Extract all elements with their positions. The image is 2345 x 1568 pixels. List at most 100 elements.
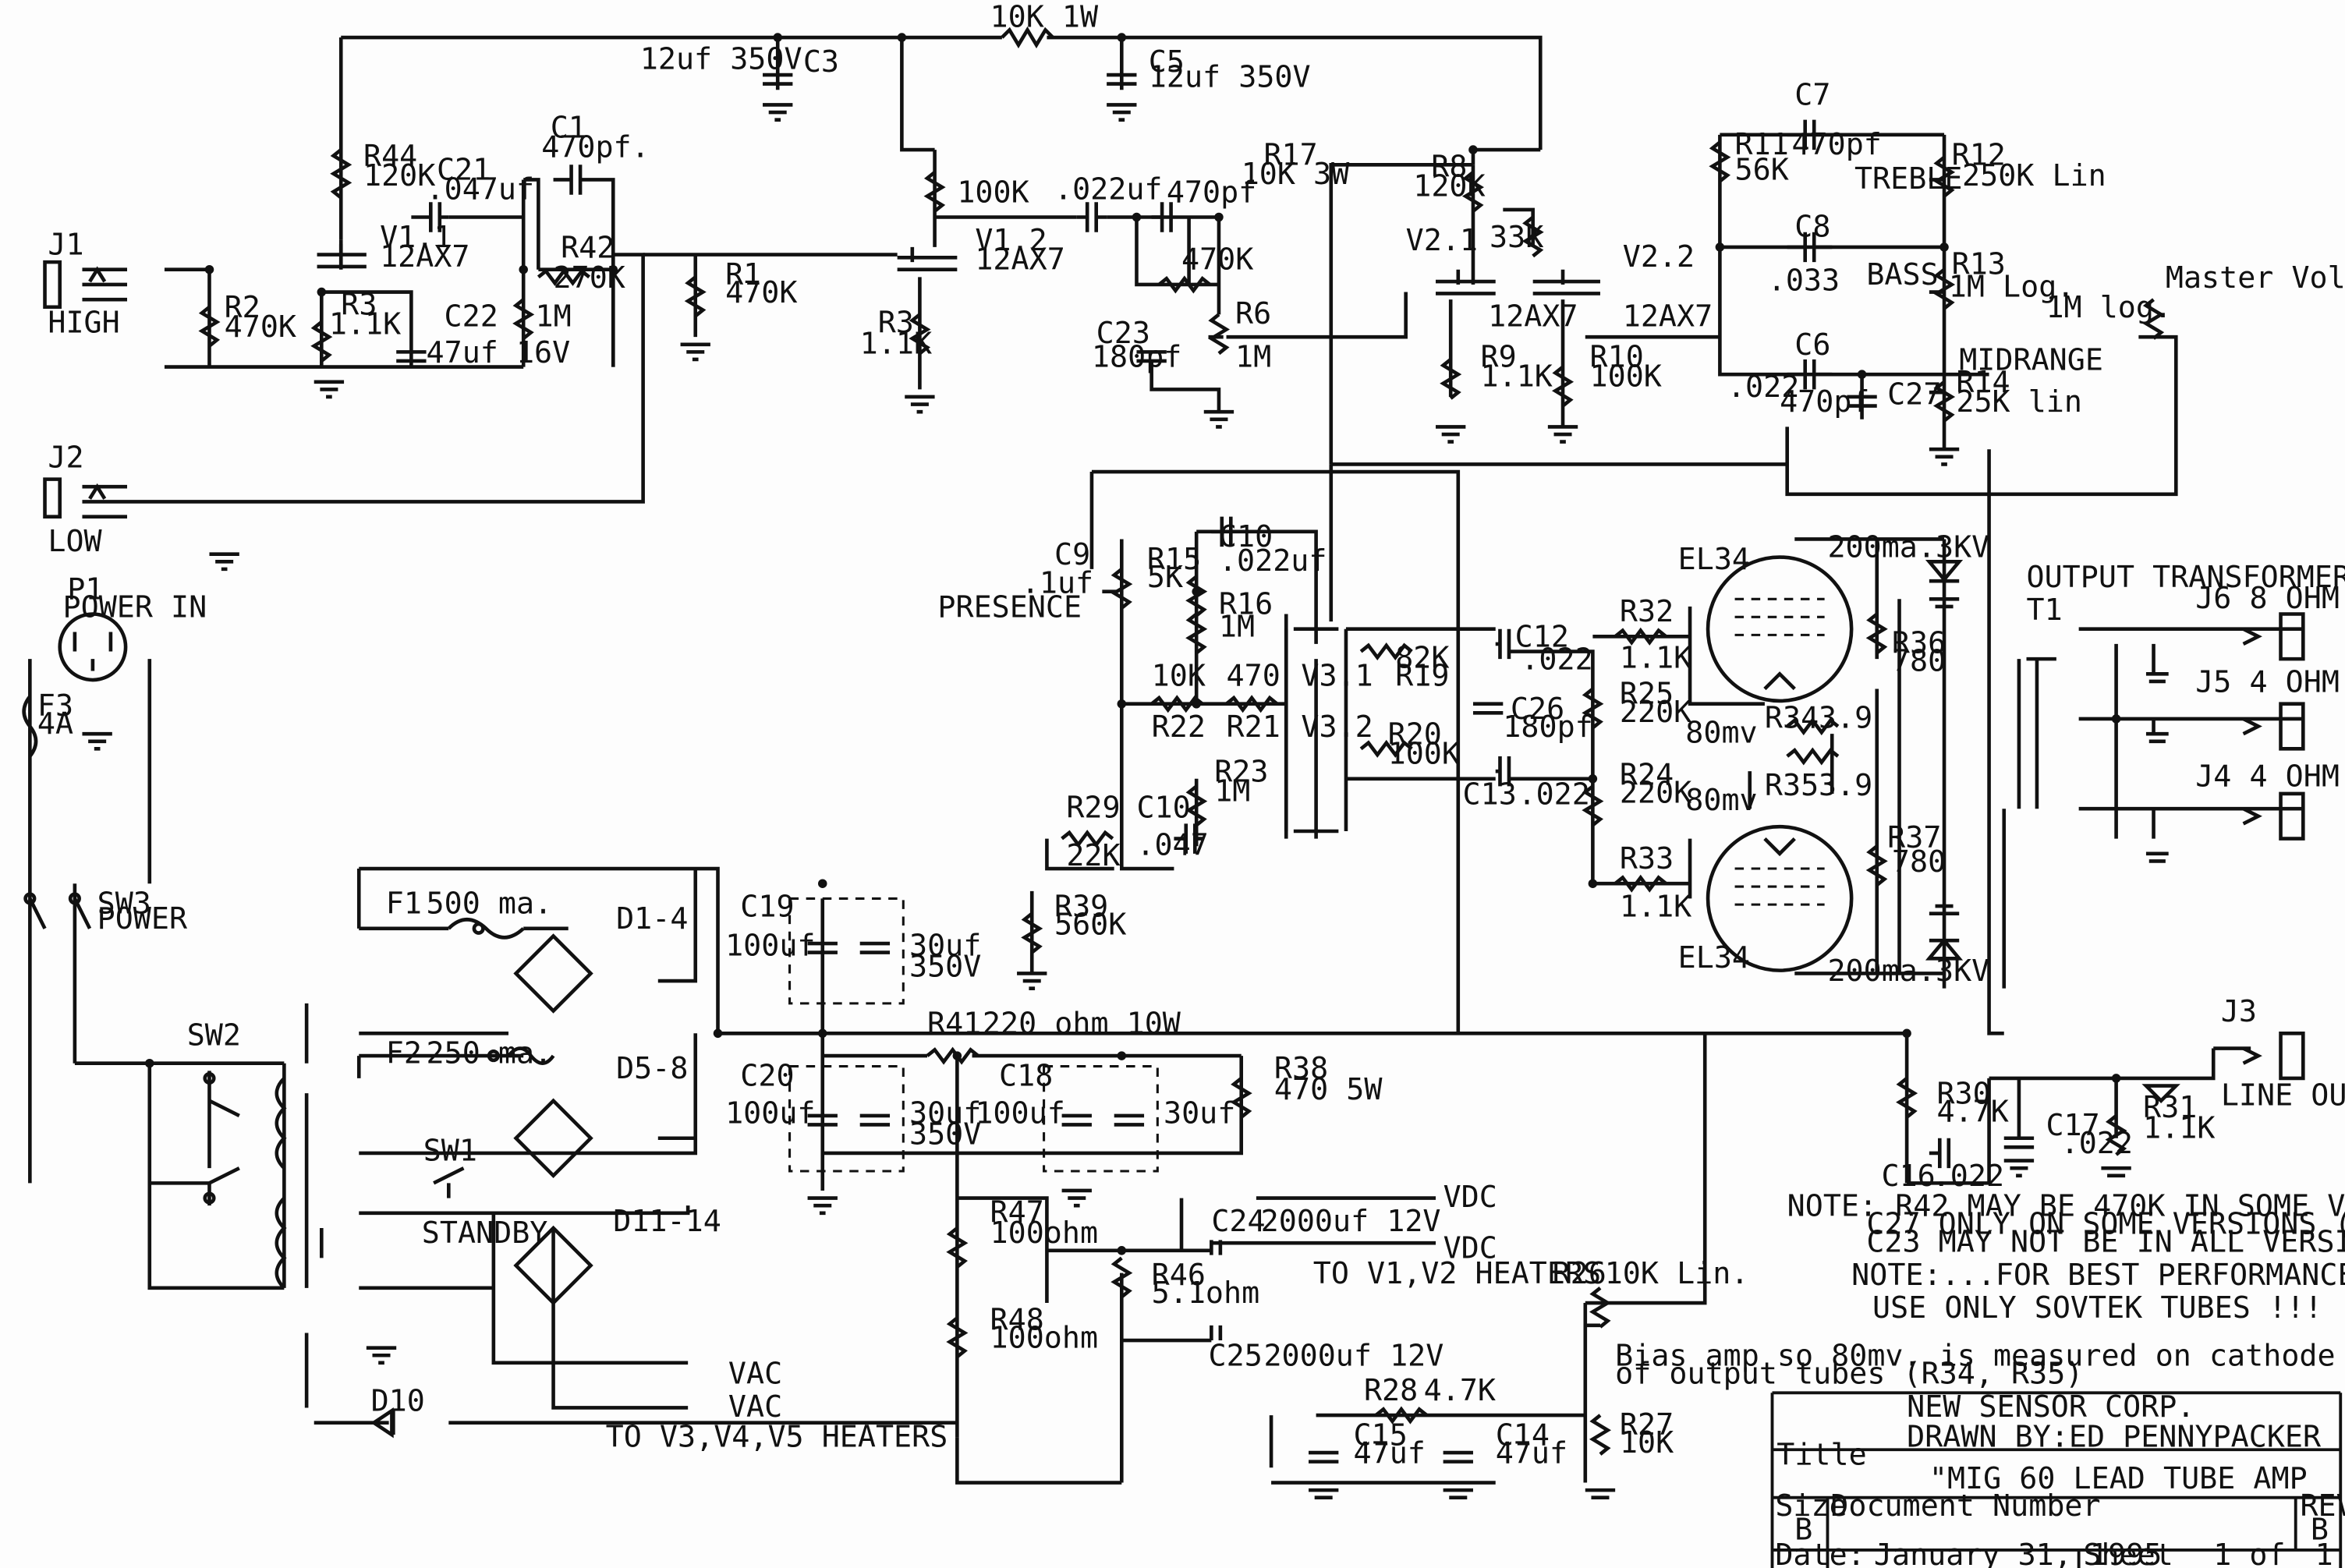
label-d10: D10 — [371, 1383, 425, 1418]
label-c10a: C10 — [1219, 519, 1273, 554]
label-master-vol-value: 1M log. — [2046, 290, 2172, 325]
label-vdc-1: VDC — [1443, 1180, 1497, 1215]
label-r10k: 10K — [1152, 659, 1206, 694]
label-j2: J2 — [48, 440, 83, 475]
label-c022: .022uf — [1054, 172, 1163, 207]
label-c6: C6 — [1794, 327, 1830, 363]
label-r12-value: 250K Lin — [1962, 158, 2106, 193]
label-r48: R48 — [990, 1303, 1044, 1338]
label-v31: V3.1 — [1301, 659, 1373, 694]
label-r3a: R3 — [341, 287, 377, 322]
notes: NOTE: R42 MAY BE 470K IN SOME VERSIONS C… — [1615, 1189, 2345, 1392]
label-r41-value: 220 ohm 10W — [983, 1006, 1181, 1041]
label-r47-value: 100ohm — [990, 1216, 1099, 1251]
title-block-title: "MIG 60 LEAD TUBE AMP — [1929, 1461, 2308, 1496]
label-80mv-b: 80mv — [1685, 783, 1757, 818]
title-block-text: NEW SENSOR CORP. DRAWN BY:ED PENNYPACKER… — [1775, 1389, 2345, 1568]
label-c13-value: .022 — [1518, 777, 1589, 812]
label-c27: C27 — [1887, 377, 1941, 412]
label-r12: R12 — [1952, 137, 2006, 172]
label-r15-value: 5K — [1147, 560, 1183, 595]
label-c12: C12 — [1515, 620, 1569, 655]
label-f1: F1 — [386, 887, 422, 922]
label-r42-value: 270K — [554, 260, 625, 296]
label-r30-value: 4.7K — [1936, 1095, 2008, 1130]
label-el34-a: EL34 — [1678, 542, 1750, 577]
note-bias-1: Bias amp so 80mv. is measured on cathode… — [1615, 1339, 2345, 1374]
label-r6: R6 — [1235, 296, 1271, 331]
label-output-transformer: OUTPUT TRANSFORMER — [2027, 560, 2345, 595]
label-r34: R34 — [1765, 700, 1819, 735]
label-low: LOW — [48, 524, 102, 559]
label-line-out: LINE OUT — [2221, 1078, 2345, 1113]
label-c1: C1 — [551, 111, 586, 146]
label-c19-value: 100uf — [725, 928, 815, 963]
label-p1: P1 — [67, 572, 103, 607]
note-best-performance: NOTE:...FOR BEST PERFORMANCE — [1851, 1258, 2345, 1293]
label-c20-b-value: 350V — [909, 1117, 981, 1152]
label-r44: R44 — [363, 139, 417, 174]
label-r26: R26 — [1553, 1256, 1606, 1291]
label-r46: R46 — [1152, 1258, 1206, 1293]
note-sovtek: USE ONLY SOVTEK TUBES !!! — [1872, 1290, 2322, 1326]
label-r14-value: 25K lin — [1956, 384, 2082, 419]
label-j1: J1 — [48, 227, 83, 262]
label-r25: R25 — [1620, 677, 1674, 712]
label-r32: R32 — [1620, 594, 1674, 629]
label-sw1: SW1 — [423, 1134, 477, 1169]
label-c20-b: 30uf — [909, 1096, 981, 1131]
label-c9: C9 — [1054, 537, 1090, 572]
label-j4: J4 4 OHM — [2195, 759, 2340, 794]
label-f3: F3 — [37, 688, 73, 724]
label-v11-type: 12AX7 — [380, 239, 469, 274]
label-r2-value: 470K — [225, 310, 296, 345]
label-r11-value: 56K — [1735, 152, 1789, 187]
label-vac-1: VAC — [728, 1357, 782, 1392]
label-d11-14: D11-14 — [613, 1204, 721, 1239]
label-r27: R27 — [1620, 1407, 1674, 1442]
label-c16-value: .022 — [1932, 1159, 2004, 1194]
label-d1-4: D1-4 — [616, 901, 688, 936]
label-r11: R11 — [1735, 127, 1789, 162]
title-block — [1770, 1391, 2343, 1568]
title-block-sheet: 1 of — [2213, 1538, 2285, 1568]
label-r8: R8 — [1431, 150, 1467, 185]
label-vdc-2: VDC — [1443, 1230, 1497, 1265]
title-block-drawn-by: DRAWN BY:ED PENNYPACKER — [1907, 1419, 2322, 1454]
label-r1-value: 470K — [725, 275, 797, 310]
label-vac-2: VAC — [728, 1389, 782, 1425]
label-c15-value: 47uf — [1354, 1436, 1426, 1471]
label-c19: C19 — [740, 889, 794, 924]
label-r24-value: 220K — [1620, 775, 1691, 810]
label-r29: R29 — [1066, 791, 1120, 826]
label-midrange: MIDRANGE — [1959, 342, 2103, 377]
label-f2: F2 — [386, 1036, 422, 1071]
label-r17-value: 10K 3W — [1242, 157, 1350, 192]
title-block-rev: B — [2311, 1512, 2329, 1547]
label-c26: C26 — [1511, 692, 1564, 727]
label-r16: R16 — [1219, 586, 1273, 621]
label-t1: T1 — [2027, 593, 2063, 628]
label-c18: C18 — [999, 1058, 1053, 1093]
junction-dots — [145, 33, 2121, 1255]
label-c25: C25 — [1209, 1339, 1263, 1374]
label-c10b-value: .047 — [1136, 828, 1208, 863]
label-r14: R14 — [1956, 365, 2010, 400]
label-master-vol: Master Vol. — [2166, 260, 2345, 296]
label-r23-value: 1M — [1214, 774, 1250, 809]
component-labels: 10K 1W 12uf 350V C3 C5 12uf 350V R44 120… — [37, 0, 2345, 1471]
label-c22-value: 47uf 16V — [427, 335, 571, 370]
label-r3a-value: 1.1K — [329, 306, 401, 342]
label-r33k: 33K — [1490, 220, 1543, 255]
label-r19: R19 — [1395, 659, 1449, 694]
label-r22: R22 — [1152, 710, 1206, 745]
label-c18-value: 100uf — [975, 1096, 1064, 1131]
label-r34-value: 3.9 — [1819, 700, 1872, 735]
label-f3-value: 4A — [37, 706, 73, 742]
label-r9: R9 — [1481, 340, 1517, 375]
label-c9-value: .1uf — [1022, 566, 1093, 601]
label-r10-value: 100K — [1590, 359, 1662, 395]
label-diode-200ma-b: 200ma.3KV — [1827, 954, 1989, 989]
label-c8-value: .033 — [1768, 264, 1840, 299]
label-el34-b: EL34 — [1678, 940, 1750, 975]
